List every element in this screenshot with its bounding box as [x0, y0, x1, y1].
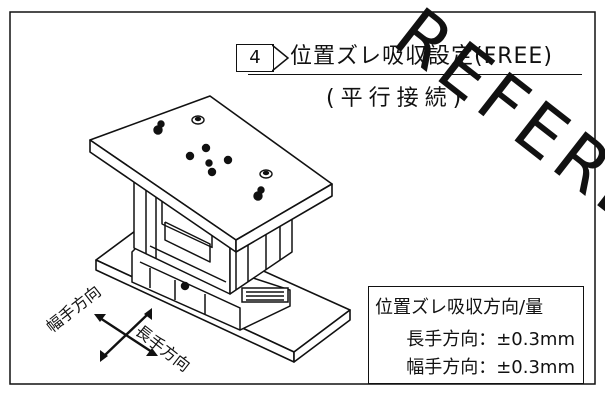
- step-number-box: 4: [236, 44, 274, 72]
- info-length-tolerance: 長手方向：±0.3mm: [406, 329, 575, 350]
- info-box-title: 位置ズレ吸収方向/量: [375, 297, 544, 318]
- step-arrow-icon: [272, 44, 290, 72]
- info-box: 位置ズレ吸収方向/量 長手方向：±0.3mm 幅手方向：±0.3mm: [368, 286, 584, 384]
- plate-features: [153, 115, 273, 201]
- info-width-tolerance: 幅手方向：±0.3mm: [406, 357, 575, 378]
- page-title: 位置ズレ吸収設定(FREE): [290, 44, 553, 69]
- direction-arrows: [94, 308, 158, 362]
- page-subtitle: (平行接続): [326, 86, 468, 111]
- title-underline: [248, 74, 582, 75]
